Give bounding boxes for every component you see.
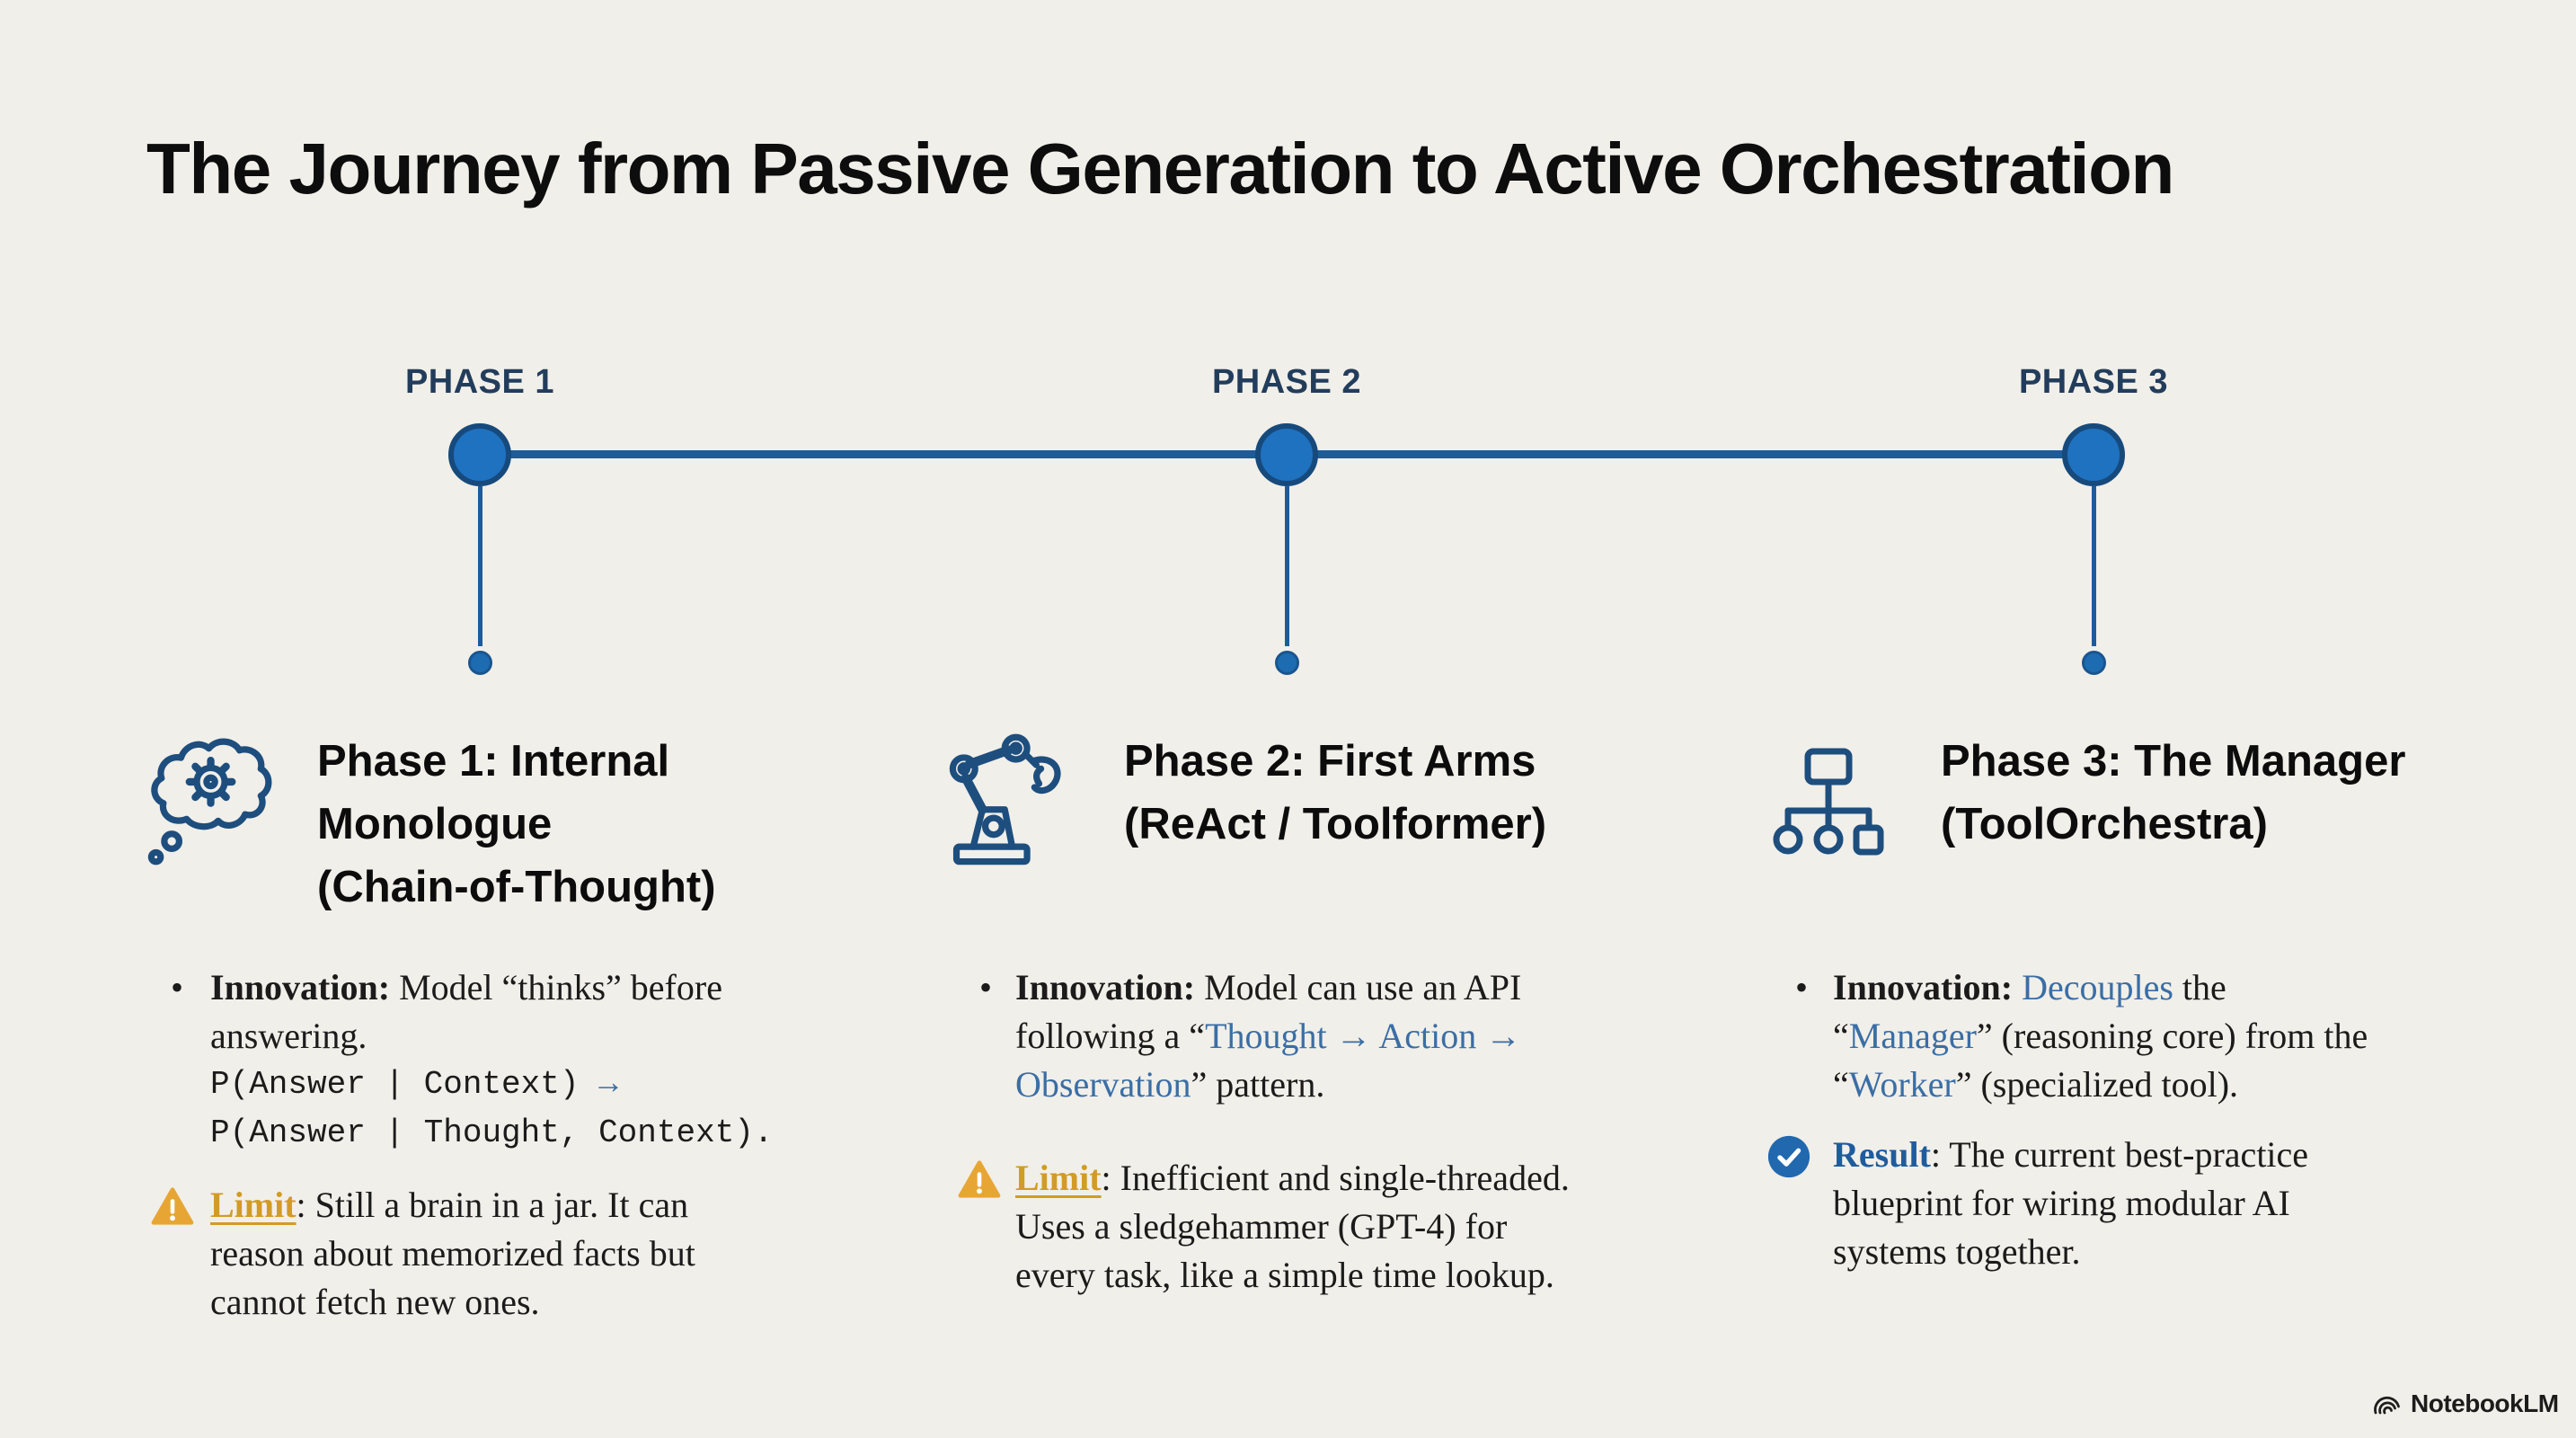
notebooklm-logo-icon — [2372, 1390, 2403, 1417]
timeline-node-phase3 — [2062, 423, 2125, 486]
innovation-highlight: Decouples — [2013, 967, 2173, 1007]
phase3-innovation-bullet: • Innovation: Decouples the “Manager” (r… — [1795, 963, 2372, 1109]
bullet-dot: • — [979, 967, 993, 1007]
phase3-innovation-text: Innovation: Decouples the “Manager” (rea… — [1833, 963, 2372, 1109]
phase1-limit-bullet: Limit: Still a brain in a jar. It can re… — [151, 1181, 785, 1327]
heading-line: Phase 2: First Arms — [1124, 737, 1536, 786]
formula-line-1: P(Answer | Context) → — [210, 1061, 794, 1109]
heading-line: (ReAct / Toolformer) — [1124, 800, 1547, 848]
result-label: Result — [1833, 1134, 1931, 1175]
limit-body: : Still a brain in a jar. It can reason … — [210, 1185, 695, 1322]
innovation-highlight: Manager — [1848, 1016, 1977, 1056]
phase1-innovation-bullet: • Innovation: Model “thinks” before answ… — [171, 963, 794, 1158]
innovation-label: Innovation: — [210, 967, 391, 1007]
limit-body: : Inefficient and single-threaded. Uses … — [1015, 1158, 1570, 1295]
robot-arm-icon — [942, 732, 1081, 875]
phase2-heading: Phase 2: First Arms (ReAct / Toolformer) — [1124, 730, 1663, 856]
phase1-heading: Phase 1: Internal Monologue (Chain-of-Th… — [317, 730, 820, 919]
thought-bubble-gear-icon — [140, 728, 279, 872]
timeline-stem-phase2 — [1285, 486, 1289, 646]
heading-line: Monologue — [317, 800, 553, 848]
limit-label: Limit — [210, 1185, 297, 1225]
phase2-innovation-text: Innovation: Model can use an API followi… — [1015, 963, 1590, 1109]
brand-label: NotebookLM — [2411, 1389, 2559, 1417]
formula-line-2: P(Answer | Thought, Context). — [210, 1114, 774, 1151]
heading-line: Phase 1: Internal — [317, 737, 670, 786]
innovation-label: Innovation: — [1015, 967, 1196, 1007]
page-title: The Journey from Passive Generation to A… — [146, 129, 2174, 209]
timeline-node-phase1 — [448, 423, 511, 486]
check-circle-icon — [1766, 1131, 1833, 1184]
innovation-body: ” (specialized tool). — [1955, 1064, 2239, 1105]
timeline-node-phase2 — [1255, 423, 1318, 486]
result-body: : The current best-practice blueprint fo… — [1833, 1134, 2309, 1272]
heading-line: (Chain-of-Thought) — [317, 863, 716, 911]
innovation-pattern: Thought → Action → Observation — [1015, 1016, 1522, 1105]
warning-icon — [151, 1181, 210, 1230]
notebooklm-brand: NotebookLM — [2372, 1389, 2559, 1418]
phase2-limit-bullet: Limit: Inefficient and single-threaded. … — [958, 1154, 1572, 1300]
bullet-dot: • — [1795, 967, 1809, 1007]
limit-label: Limit — [1015, 1158, 1102, 1198]
phase2-innovation-bullet: • Innovation: Model can use an API follo… — [979, 963, 1590, 1109]
formula-text: P(Answer | Context) — [210, 1066, 599, 1103]
phase3-result-text: Result: The current best-practice bluepr… — [1833, 1131, 2390, 1276]
org-chart-icon — [1761, 737, 1896, 876]
bullet-dot: • — [171, 967, 184, 1007]
innovation-body: ” (reasoning core) from the “ — [1833, 1016, 2368, 1105]
phase3-result-bullet: Result: The current best-practice bluepr… — [1766, 1131, 2390, 1276]
warning-icon — [958, 1154, 1015, 1203]
phase2-limit-text: Limit: Inefficient and single-threaded. … — [1015, 1154, 1572, 1300]
innovation-body: Model “thinks” before answering. — [210, 967, 722, 1056]
phase3-heading: Phase 3: The Manager (ToolOrchestra) — [1941, 730, 2516, 856]
formula-arrow: → — [598, 1066, 618, 1103]
timeline-stem-phase1 — [478, 486, 482, 646]
timeline-label-phase2: PHASE 2 — [1211, 363, 1362, 401]
phase1-innovation-text: Innovation: Model “thinks” before answer… — [210, 963, 794, 1158]
heading-line: (ToolOrchestra) — [1941, 800, 2268, 848]
timeline-endpoint-phase2 — [1275, 651, 1299, 675]
innovation-body: the “ — [1833, 967, 2226, 1056]
timeline-endpoint-phase1 — [468, 651, 492, 675]
timeline-endpoint-phase3 — [2082, 651, 2106, 675]
innovation-body: Model can use an API following a “ — [1015, 967, 1522, 1056]
phase1-limit-text: Limit: Still a brain in a jar. It can re… — [210, 1181, 785, 1327]
innovation-highlight: Worker — [1848, 1064, 1956, 1105]
innovation-body: ” pattern. — [1191, 1064, 1325, 1105]
heading-line: Phase 3: The Manager — [1941, 737, 2406, 786]
innovation-label: Innovation: — [1833, 967, 2014, 1007]
timeline-label-phase3: PHASE 3 — [2018, 363, 2169, 401]
timeline-stem-phase3 — [2092, 486, 2096, 646]
timeline-label-phase1: PHASE 1 — [404, 363, 555, 401]
